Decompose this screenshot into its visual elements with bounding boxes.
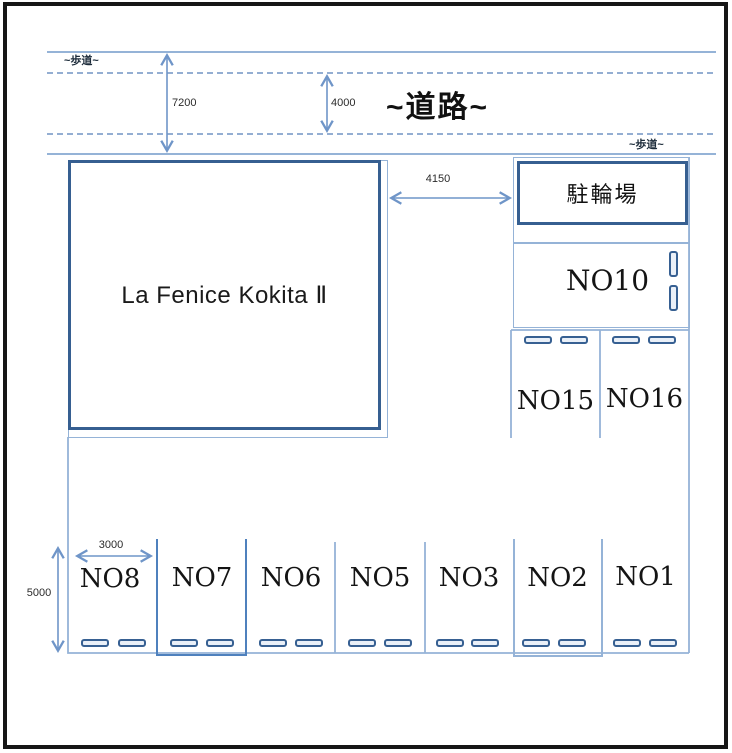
building-box: La Fenice Kokita Ⅱ <box>68 160 381 430</box>
stall-no2-box <box>513 539 603 657</box>
wheel-stop <box>613 639 641 647</box>
dimension-stall-depth: 5000 <box>26 587 52 599</box>
wheel-stop <box>259 639 287 647</box>
bike-parking-label: 駐輪場 <box>566 182 639 207</box>
sidewalk-label-top: ~歩道~ <box>64 55 99 67</box>
wheel-stop <box>295 639 323 647</box>
bike-parking-box: 駐輪場 <box>517 161 688 225</box>
stall-label-no7: NO7 <box>171 563 233 593</box>
dimension-lane-width: 4000 <box>331 97 356 109</box>
road-label: ~道路~ <box>386 91 490 124</box>
wheel-stop <box>471 639 499 647</box>
wheel-stop <box>170 639 198 647</box>
wheel-stop <box>669 285 678 311</box>
road-dashed-lines <box>47 72 716 135</box>
wheel-stop <box>669 251 678 277</box>
wheel-stop <box>558 639 586 647</box>
wheel-stop <box>560 336 588 344</box>
stall-label-no8: NO8 <box>79 564 141 594</box>
wheel-stop <box>524 336 552 344</box>
building-name: La Fenice Kokita Ⅱ <box>121 281 328 309</box>
stall-label-no1: NO1 <box>615 562 676 592</box>
stall-no10-box <box>513 243 690 328</box>
wheel-stop <box>118 639 146 647</box>
stall-label-no2: NO2 <box>527 563 588 593</box>
wheel-stop <box>612 336 640 344</box>
stall-label-no16: NO16 <box>605 384 684 414</box>
wheel-stop <box>348 639 376 647</box>
wheel-stop <box>206 639 234 647</box>
sidewalk-label-right: ~歩道~ <box>629 139 664 151</box>
stall-label-no5: NO5 <box>349 563 411 593</box>
stall-label-no10: NO10 <box>565 263 650 297</box>
wheel-stop <box>384 639 412 647</box>
stall-label-no15: NO15 <box>516 386 595 416</box>
stall-no7-box <box>156 539 247 656</box>
dimension-stall-width: 3000 <box>98 539 124 551</box>
dimension-road-width: 7200 <box>172 97 197 109</box>
wheel-stop <box>648 336 676 344</box>
dimension-driveway-gap: 4150 <box>425 173 451 185</box>
dimension-arrows <box>51 52 513 654</box>
wheel-stop <box>81 639 109 647</box>
wheel-stop <box>522 639 550 647</box>
stall-label-no3: NO3 <box>438 563 500 593</box>
road-edge-lines <box>47 51 716 155</box>
wheel-stop <box>649 639 677 647</box>
page-border-frame <box>3 2 728 749</box>
bike-parking-outer <box>513 157 690 243</box>
stall-label-no6: NO6 <box>260 563 322 593</box>
wheel-stop <box>436 639 464 647</box>
